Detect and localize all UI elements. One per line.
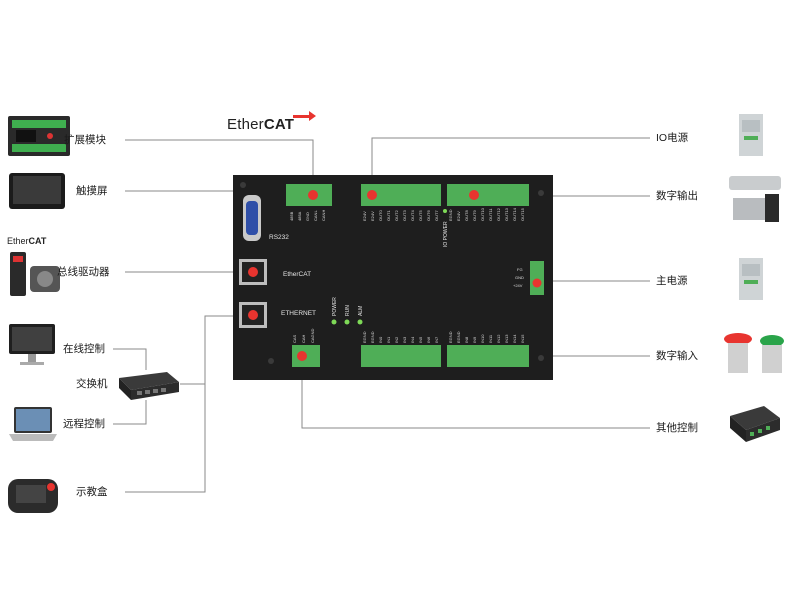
pin-label: E24V	[370, 211, 375, 221]
touchscreen-image	[9, 173, 65, 209]
pin-label: CAGND	[310, 328, 315, 343]
pin-label: OUT3	[402, 210, 407, 221]
pin-label: IN10	[480, 334, 485, 343]
push-buttons-image	[724, 333, 784, 373]
pin-label: OUT14	[512, 207, 517, 221]
line-online-control	[113, 348, 147, 370]
led-label-alm: ALM	[358, 306, 364, 316]
pin-label: IN11	[488, 334, 493, 343]
pin-label: E24V	[456, 211, 461, 221]
label-bus-driver: 总线驱动器	[57, 266, 110, 278]
io-power-label: IO POWER	[443, 221, 449, 247]
controller-board	[233, 175, 553, 380]
line-ethernet	[125, 315, 235, 493]
label-digital-output: 数字输出	[656, 190, 698, 202]
label-teach-pendant: 示教盒	[76, 486, 108, 498]
pin-label: OUT4	[410, 210, 415, 221]
pin-label: OUT2	[394, 210, 399, 221]
pin-label: FG	[517, 267, 523, 272]
label-other-control: 其他控制	[656, 422, 698, 434]
teach-pendant-image	[8, 479, 58, 513]
pin-label: IN1	[386, 336, 391, 343]
pin-label: GND	[515, 275, 524, 280]
pin-label: OUT5	[418, 210, 423, 221]
pin-label: OUT0	[378, 210, 383, 221]
pin-label: IN8	[464, 336, 469, 343]
monitor-image	[9, 324, 55, 365]
led-label-run: RUN	[345, 305, 351, 316]
label-expansion-module: 扩展模块	[64, 134, 106, 146]
ethernet-port-label: ETHERNET	[281, 310, 316, 317]
pin-label: GND	[305, 212, 310, 221]
expansion-module-image	[8, 116, 70, 156]
line-io-power	[371, 137, 650, 190]
label-remote-control: 远程控制	[63, 418, 105, 430]
line-expansion	[125, 139, 314, 190]
ethercat-logo-small: EtherCAT	[7, 236, 47, 246]
other-control-module-image	[730, 406, 780, 442]
pin-label: OUT15	[520, 207, 525, 221]
pin-label: IN3	[402, 336, 407, 343]
pin-label: IN5	[418, 336, 423, 343]
pin-label: OUT11	[488, 208, 493, 221]
pin-label: OUT7	[434, 210, 439, 221]
pin-label: CANH	[321, 210, 326, 221]
ethercat-logo-arrow-icon	[293, 111, 316, 121]
pin-label: +24V	[513, 283, 523, 288]
pin-label: IN6	[426, 336, 431, 343]
pin-label: 485B	[289, 211, 294, 221]
pin-label: IN12	[496, 334, 501, 343]
rs232-label: RS232	[269, 234, 289, 241]
label-online-control: 在线控制	[63, 343, 105, 355]
line-remote-control	[113, 400, 147, 425]
label-digital-input: 数字输入	[656, 350, 698, 362]
pin-label: OUT9	[472, 210, 477, 221]
pin-label: EGND	[448, 331, 453, 343]
label-main-power: 主电源	[656, 275, 688, 287]
pin-label: EGND	[456, 331, 461, 343]
laptop-image	[9, 407, 57, 441]
pin-label: IN15	[520, 334, 525, 343]
pin-label: IN0	[378, 336, 383, 343]
ethercat-port-label: EtherCAT	[283, 271, 311, 278]
pin-label: OUT8	[464, 210, 469, 221]
pin-label: IN13	[504, 334, 509, 343]
pin-label: EGND	[362, 331, 367, 343]
solenoid-valve-image	[729, 176, 781, 222]
controller-pin-labels: 485B 485A GND CANL CANH E24V E24V OUT0 O…	[269, 207, 525, 343]
label-touchscreen: 触摸屏	[76, 185, 108, 197]
pin-label: E24V	[362, 211, 367, 221]
pin-label: OUT6	[426, 210, 431, 221]
pin-label: IN4	[410, 336, 415, 343]
pin-label: CAH	[301, 334, 306, 343]
pin-label: OUT10	[480, 207, 485, 221]
pin-label: OUT12	[496, 207, 501, 221]
ethercat-logo: EtherCAT	[227, 116, 295, 133]
pin-label: IN9	[472, 336, 477, 343]
pin-label: OUT1	[386, 210, 391, 221]
line-other-control	[301, 360, 650, 429]
main-power-supply-image	[739, 258, 763, 300]
pin-label: IN7	[434, 336, 439, 343]
label-switch: 交换机	[76, 378, 108, 390]
pin-label: 485A	[297, 211, 302, 221]
io-power-supply-image	[739, 114, 763, 156]
switch-image	[119, 372, 179, 400]
servo-drive-image	[10, 252, 60, 296]
pin-label: OUT13	[504, 207, 509, 221]
pin-label: CANL	[313, 210, 318, 221]
pin-label: CAS	[292, 334, 297, 343]
label-io-power: IO电源	[656, 132, 689, 144]
pin-label: EGND	[370, 331, 375, 343]
pin-label: IN2	[394, 336, 399, 343]
pin-label: EGND	[448, 209, 453, 221]
led-label-power: POWER	[332, 297, 338, 316]
pin-label: IN14	[512, 334, 517, 343]
